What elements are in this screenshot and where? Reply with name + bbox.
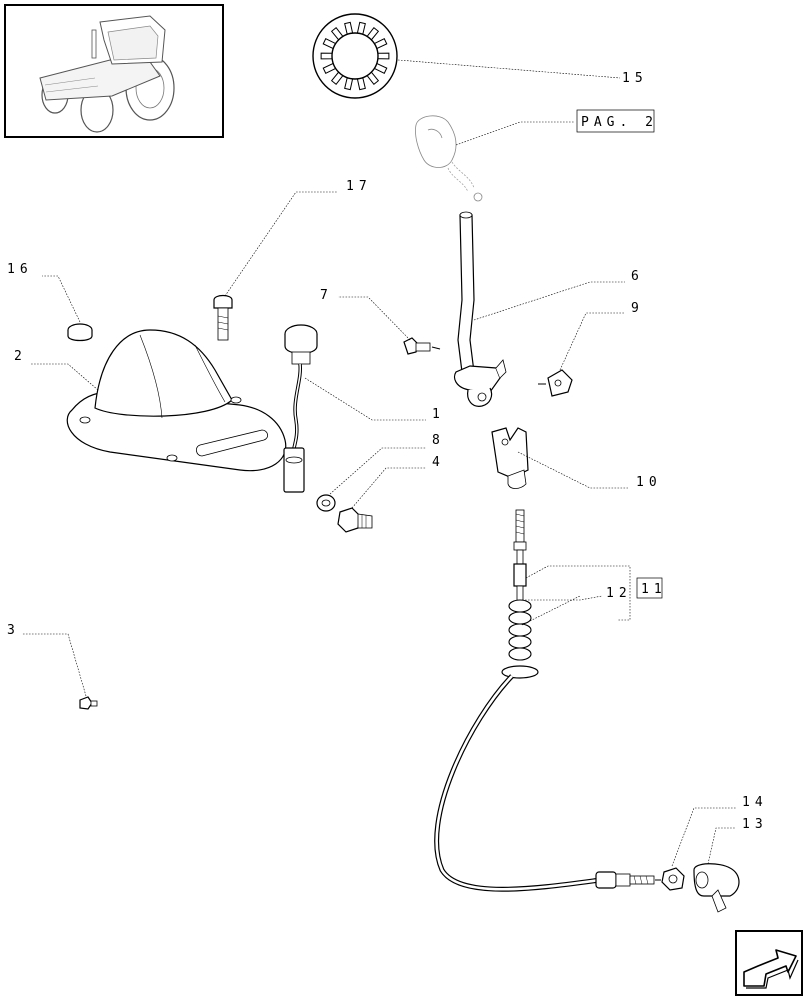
callout-2: 2 xyxy=(14,349,27,364)
part-13-ball-joint[interactable] xyxy=(693,863,740,913)
callout-13: 13 xyxy=(742,817,768,832)
arrow-icon xyxy=(743,949,799,989)
callout-1: 1 xyxy=(432,407,445,422)
part-2-gear-boot[interactable] xyxy=(66,329,287,472)
leader-8 xyxy=(329,447,426,495)
gear-knob-reference xyxy=(415,115,483,202)
leader-13 xyxy=(707,827,736,865)
part-7-screw[interactable] xyxy=(403,337,441,355)
leader-10 xyxy=(517,451,628,489)
tractor-icon xyxy=(39,15,175,133)
part-4-fitting[interactable] xyxy=(337,507,373,533)
callout-8: 8 xyxy=(432,433,445,448)
leader-12c xyxy=(525,565,631,621)
callout-4: 4 xyxy=(432,455,445,470)
bellows-ring xyxy=(508,599,532,613)
part-10-clevis[interactable] xyxy=(491,427,529,489)
leader-9 xyxy=(559,312,625,371)
bellows-ring xyxy=(508,635,532,649)
leader-2 xyxy=(30,363,99,391)
washer-tooth xyxy=(320,52,333,60)
part-1-switch[interactable] xyxy=(283,324,318,493)
callout-14: 14 xyxy=(742,795,768,810)
leader-12a xyxy=(522,595,603,601)
callout-6: 6 xyxy=(631,269,644,284)
leader-7 xyxy=(338,296,411,341)
leader-pag xyxy=(455,121,575,146)
leader-14 xyxy=(671,807,736,867)
leader-4 xyxy=(351,467,426,509)
part-14-nut[interactable] xyxy=(655,867,685,891)
page-ref-link[interactable]: PAG. 2 xyxy=(576,109,658,133)
part-12-control-cable[interactable] xyxy=(434,509,655,892)
part-3-screw[interactable] xyxy=(79,696,98,710)
leader-12b xyxy=(521,595,581,626)
part-8-washer[interactable] xyxy=(316,494,336,512)
callout-15: 15 xyxy=(622,71,648,86)
leader-6 xyxy=(473,281,625,321)
callout-3: 3 xyxy=(7,623,20,638)
next-page-button[interactable] xyxy=(735,930,803,996)
leader-17 xyxy=(224,191,338,297)
leader-15 xyxy=(397,59,621,79)
callout-7: 7 xyxy=(320,288,333,303)
section-ref-link[interactable]: 11 xyxy=(636,577,667,599)
callout-10: 10 xyxy=(636,475,662,490)
part-16-cap[interactable] xyxy=(67,323,93,342)
page-ref-label: PAG. 2 xyxy=(581,115,658,130)
bellows-ring xyxy=(508,623,532,637)
leader-1 xyxy=(304,377,426,421)
callout-12: 12 xyxy=(606,586,632,601)
tractor-thumbnail[interactable] xyxy=(4,4,224,138)
leader-16 xyxy=(42,275,81,323)
part-9-clip[interactable] xyxy=(538,369,573,397)
callout-16: 16 xyxy=(7,262,33,277)
callout-9: 9 xyxy=(631,301,644,316)
part-15-toothed-washer[interactable] xyxy=(312,13,398,99)
bellows-ring xyxy=(508,647,532,661)
part-17-bolt[interactable] xyxy=(213,294,233,341)
washer-tooth xyxy=(377,52,390,60)
leader-3 xyxy=(22,633,87,697)
section-ref-label: 11 xyxy=(641,582,667,597)
callout-17: 17 xyxy=(346,179,372,194)
part-6-gear-lever[interactable] xyxy=(453,211,507,407)
